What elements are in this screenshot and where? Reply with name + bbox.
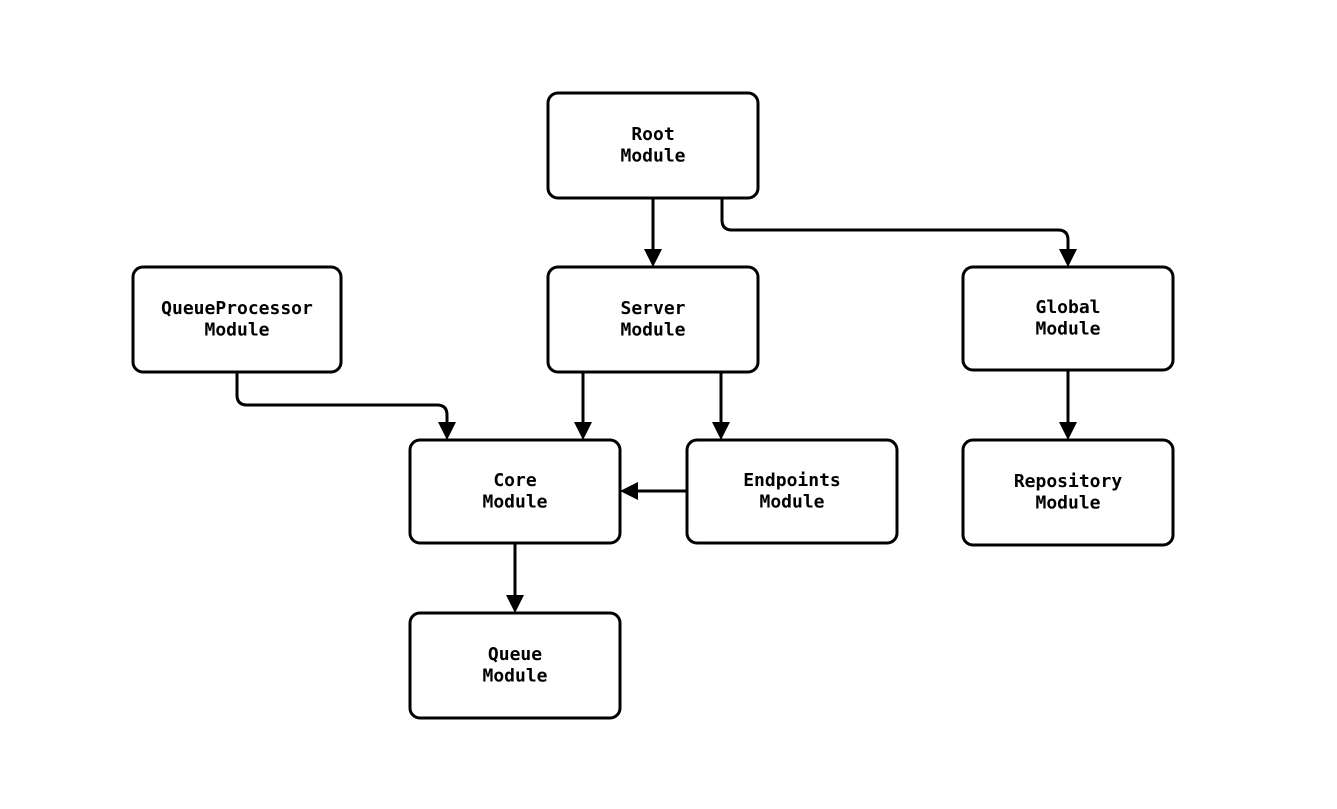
node-label-line-2: Module bbox=[204, 319, 269, 340]
node-box[interactable] bbox=[961, 265, 1175, 372]
node-box[interactable] bbox=[961, 438, 1175, 547]
edge-root-to-global bbox=[720, 198, 1077, 267]
node-label-line-2: Module bbox=[1035, 318, 1100, 339]
arrowhead-icon bbox=[438, 422, 456, 440]
node-box[interactable] bbox=[408, 438, 622, 545]
edge-line bbox=[235, 372, 449, 427]
arrowhead-icon bbox=[620, 482, 638, 500]
node-box[interactable] bbox=[546, 91, 760, 200]
edge-line bbox=[720, 198, 1070, 254]
node-label-line-1: QueueProcessor bbox=[161, 298, 313, 319]
edge-queueprocessor-to-core bbox=[235, 372, 456, 440]
node-box[interactable] bbox=[685, 438, 899, 545]
node-label-line-1: Queue bbox=[488, 644, 542, 665]
node-label-line-1: Server bbox=[620, 298, 685, 319]
node-label-line-1: Endpoints bbox=[743, 470, 841, 491]
arrowhead-icon bbox=[712, 422, 730, 440]
node-label-line-2: Module bbox=[620, 319, 685, 340]
node-label-line-2: Module bbox=[482, 491, 547, 512]
edge-server-to-core bbox=[574, 372, 592, 440]
node-label-line-1: Root bbox=[631, 124, 674, 145]
edge-root-to-server bbox=[644, 198, 662, 267]
node-box[interactable] bbox=[546, 265, 760, 374]
node-label-line-2: Module bbox=[482, 665, 547, 686]
node-box[interactable] bbox=[408, 611, 622, 720]
arrowhead-icon bbox=[506, 595, 524, 613]
node-box[interactable] bbox=[131, 265, 343, 374]
edge-endpoints-to-core bbox=[620, 482, 687, 500]
edge-server-to-endpoints bbox=[712, 372, 730, 440]
arrowhead-icon bbox=[1059, 422, 1077, 440]
edge-global-to-repository bbox=[1059, 370, 1077, 440]
arrowhead-icon bbox=[1059, 249, 1077, 267]
node-label-line-2: Module bbox=[1035, 492, 1100, 513]
edge-core-to-queue bbox=[506, 543, 524, 613]
node-label-line-1: Repository bbox=[1014, 471, 1123, 492]
edges-layer bbox=[235, 198, 1077, 613]
node-label-line-2: Module bbox=[620, 145, 685, 166]
node-label-line-1: Core bbox=[493, 470, 537, 491]
node-label-line-1: Global bbox=[1035, 297, 1100, 318]
arrowhead-icon bbox=[644, 249, 662, 267]
arrowhead-icon bbox=[574, 422, 592, 440]
node-label-line-2: Module bbox=[759, 491, 824, 512]
